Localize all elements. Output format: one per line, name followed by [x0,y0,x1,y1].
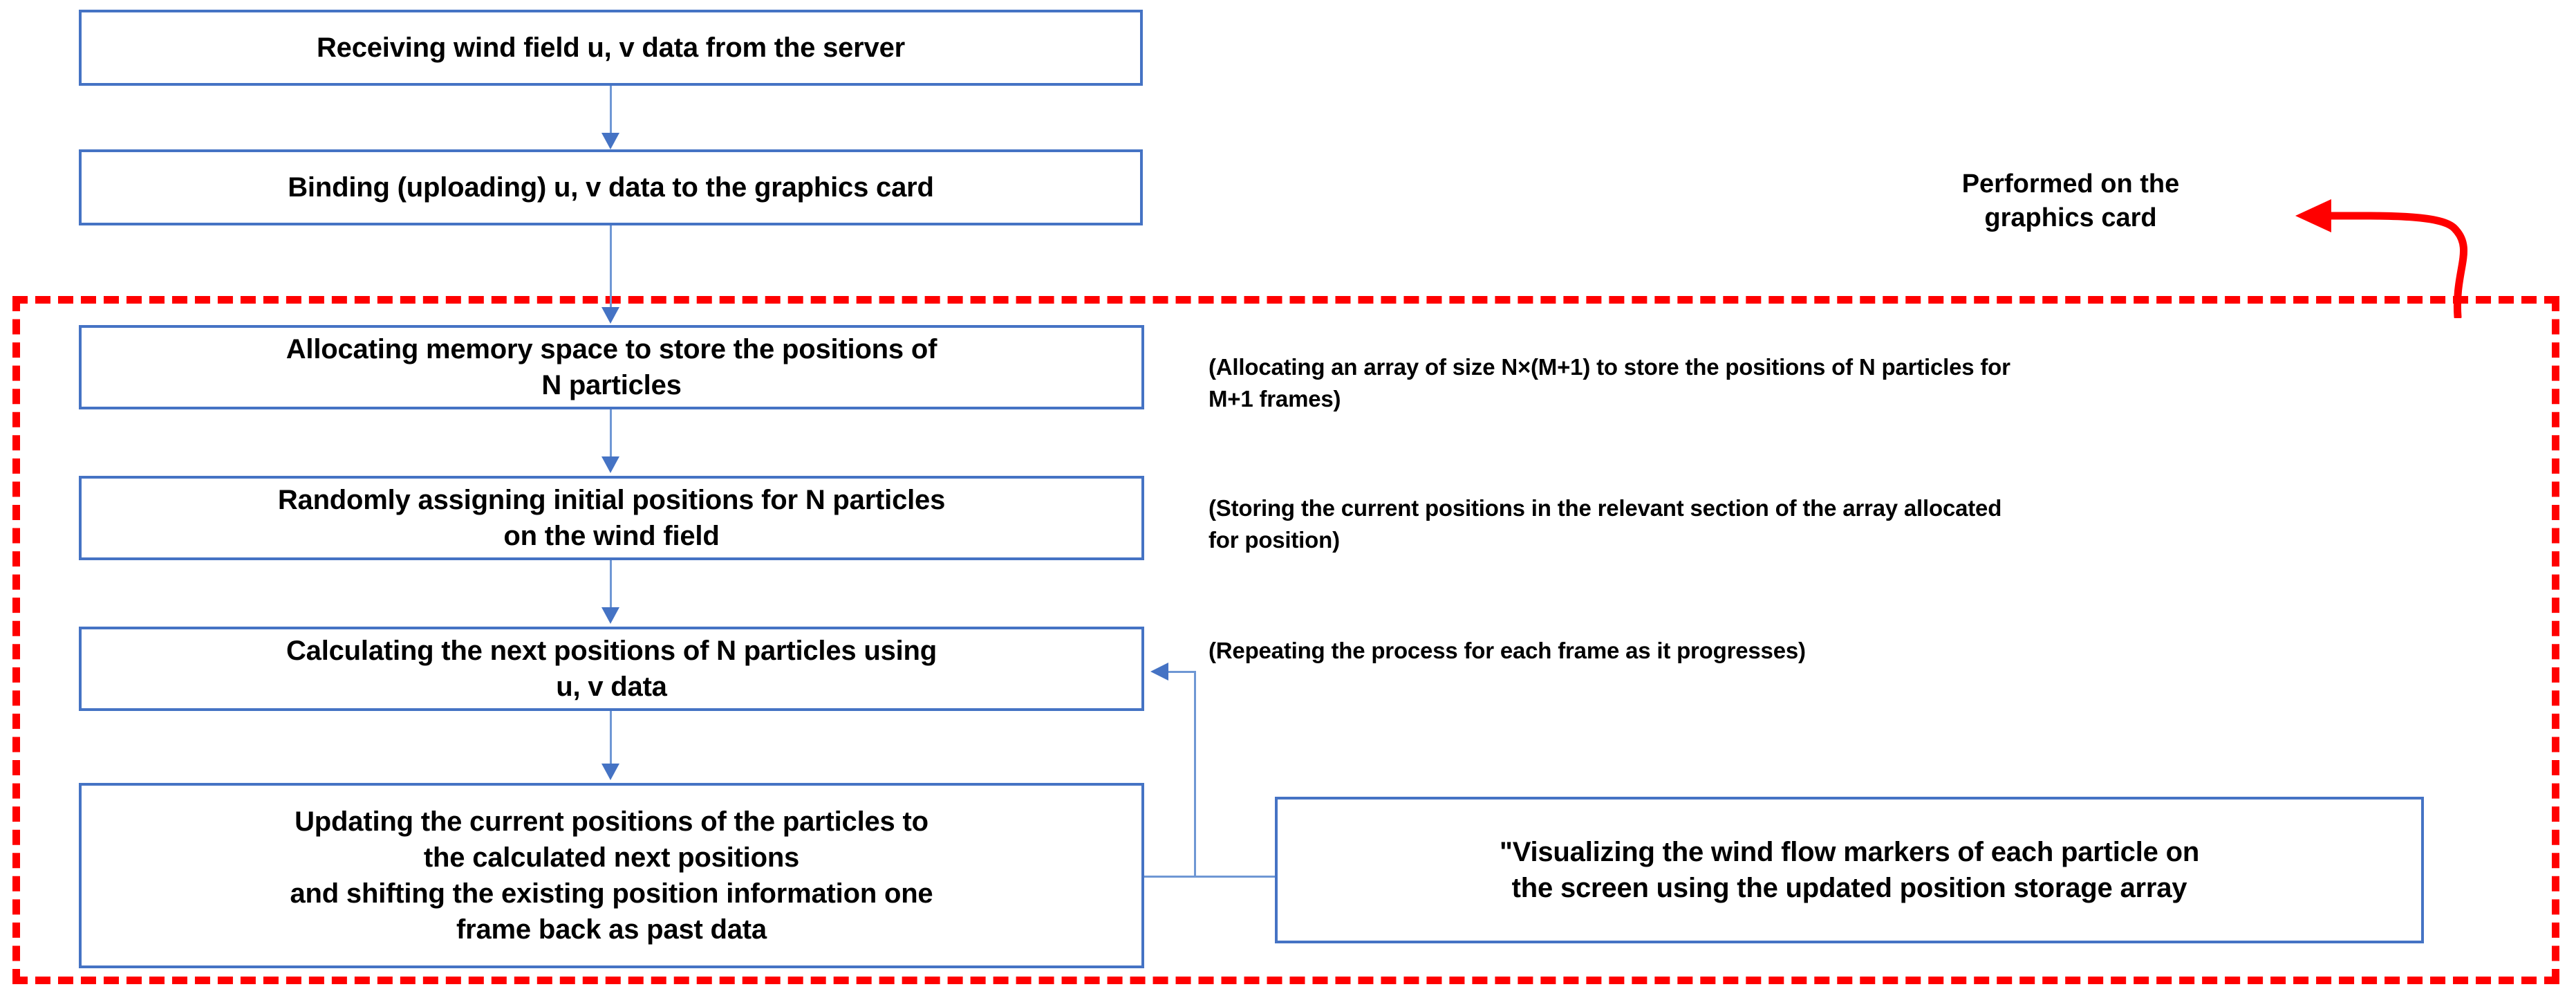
step-label-visualize-markers-line-2: the screen using the updated position st… [1511,873,2187,903]
gpu-callout-line-1: Performed on the [1961,169,2180,198]
arrow-down-icon-calculate-to-update [601,764,619,780]
arrow-left-icon-feedback-into-calculate [1150,663,1168,681]
step-box-calculate-next-positions[interactable]: Calculating the next positions of N part… [79,627,1144,711]
connector-allocate-to-assign [610,409,612,458]
step-label-assign-initial-positions-line-1: Randomly assigning initial positions for… [277,485,946,515]
connector-feedback-riser [1194,671,1196,877]
connector-assign-to-calculate [610,560,612,609]
gpu-callout-line-2: graphics card [1984,203,2157,233]
step-label-visualize-markers: "Visualizing the wind flow markers of ea… [1289,834,2410,906]
connector-feedback-into-calculate [1168,671,1196,673]
step-box-assign-initial-positions[interactable]: Randomly assigning initial positions for… [79,476,1144,560]
annotation-allocate-array-line-2: M+1 frames) [1208,385,1341,412]
step-label-calculate-next-positions-line-1: Calculating the next positions of N part… [286,636,937,666]
step-label-update-positions-line-4: frame back as past data [456,914,767,945]
step-label-bind-data: Binding (uploading) u, v data to the gra… [288,172,934,203]
arrow-down-icon-bind-to-allocate [601,307,619,324]
annotation-allocate-array-line-1: (Allocating an array of size N×(M+1) to … [1208,354,2010,380]
step-label-visualize-markers-line-1: "Visualizing the wind flow markers of ea… [1499,837,2200,867]
step-label-allocate-memory-line-2: N particles [541,370,682,400]
step-label-assign-initial-positions-line-2: on the wind field [503,521,720,551]
step-label-receive-data: Receiving wind field u, v data from the … [316,33,906,63]
step-label-update-positions-line-1: Updating the current positions of the pa… [295,806,928,837]
connector-receive-to-bind [610,86,612,134]
gpu-callout-arrow-icon [2295,199,2467,318]
arrow-down-icon-assign-to-calculate [601,607,619,624]
annotation-store-current-positions-line-1: (Storing the current positions in the re… [1208,495,2002,521]
step-label-assign-initial-positions: Randomly assigning initial positions for… [93,482,1130,554]
step-box-update-positions[interactable]: Updating the current positions of the pa… [79,783,1144,968]
step-label-allocate-memory: Allocating memory space to store the pos… [93,331,1130,403]
step-box-receive-data[interactable]: Receiving wind field u, v data from the … [79,10,1143,86]
annotation-repeat-each-frame-line-1: (Repeating the process for each frame as… [1208,638,1806,663]
connector-calculate-to-update [610,711,612,765]
step-box-bind-data[interactable]: Binding (uploading) u, v data to the gra… [79,149,1143,225]
step-label-update-positions-line-3: and shifting the existing position infor… [290,878,933,909]
annotation-repeat-each-frame: (Repeating the process for each frame as… [1208,635,2522,667]
step-label-calculate-next-positions: Calculating the next positions of N part… [93,633,1130,705]
annotation-store-current-positions: (Storing the current positions in the re… [1208,492,2522,555]
step-box-visualize-markers[interactable]: "Visualizing the wind flow markers of ea… [1275,797,2424,943]
annotation-allocate-array: (Allocating an array of size N×(M+1) to … [1208,351,2522,414]
step-label-update-positions: Updating the current positions of the pa… [93,804,1130,948]
arrow-down-icon-receive-to-bind [601,133,619,149]
arrow-down-icon-allocate-to-assign [601,456,619,473]
step-label-allocate-memory-line-1: Allocating memory space to store the pos… [286,334,937,364]
step-label-calculate-next-positions-line-2: u, v data [556,672,667,702]
step-box-allocate-memory[interactable]: Allocating memory space to store the pos… [79,325,1144,409]
annotation-store-current-positions-line-2: for position) [1208,526,1340,553]
gpu-callout-label: Performed on the graphics card [1908,167,2233,236]
connector-bind-to-allocate [610,225,612,310]
step-label-update-positions-line-2: the calculated next positions [423,842,800,873]
